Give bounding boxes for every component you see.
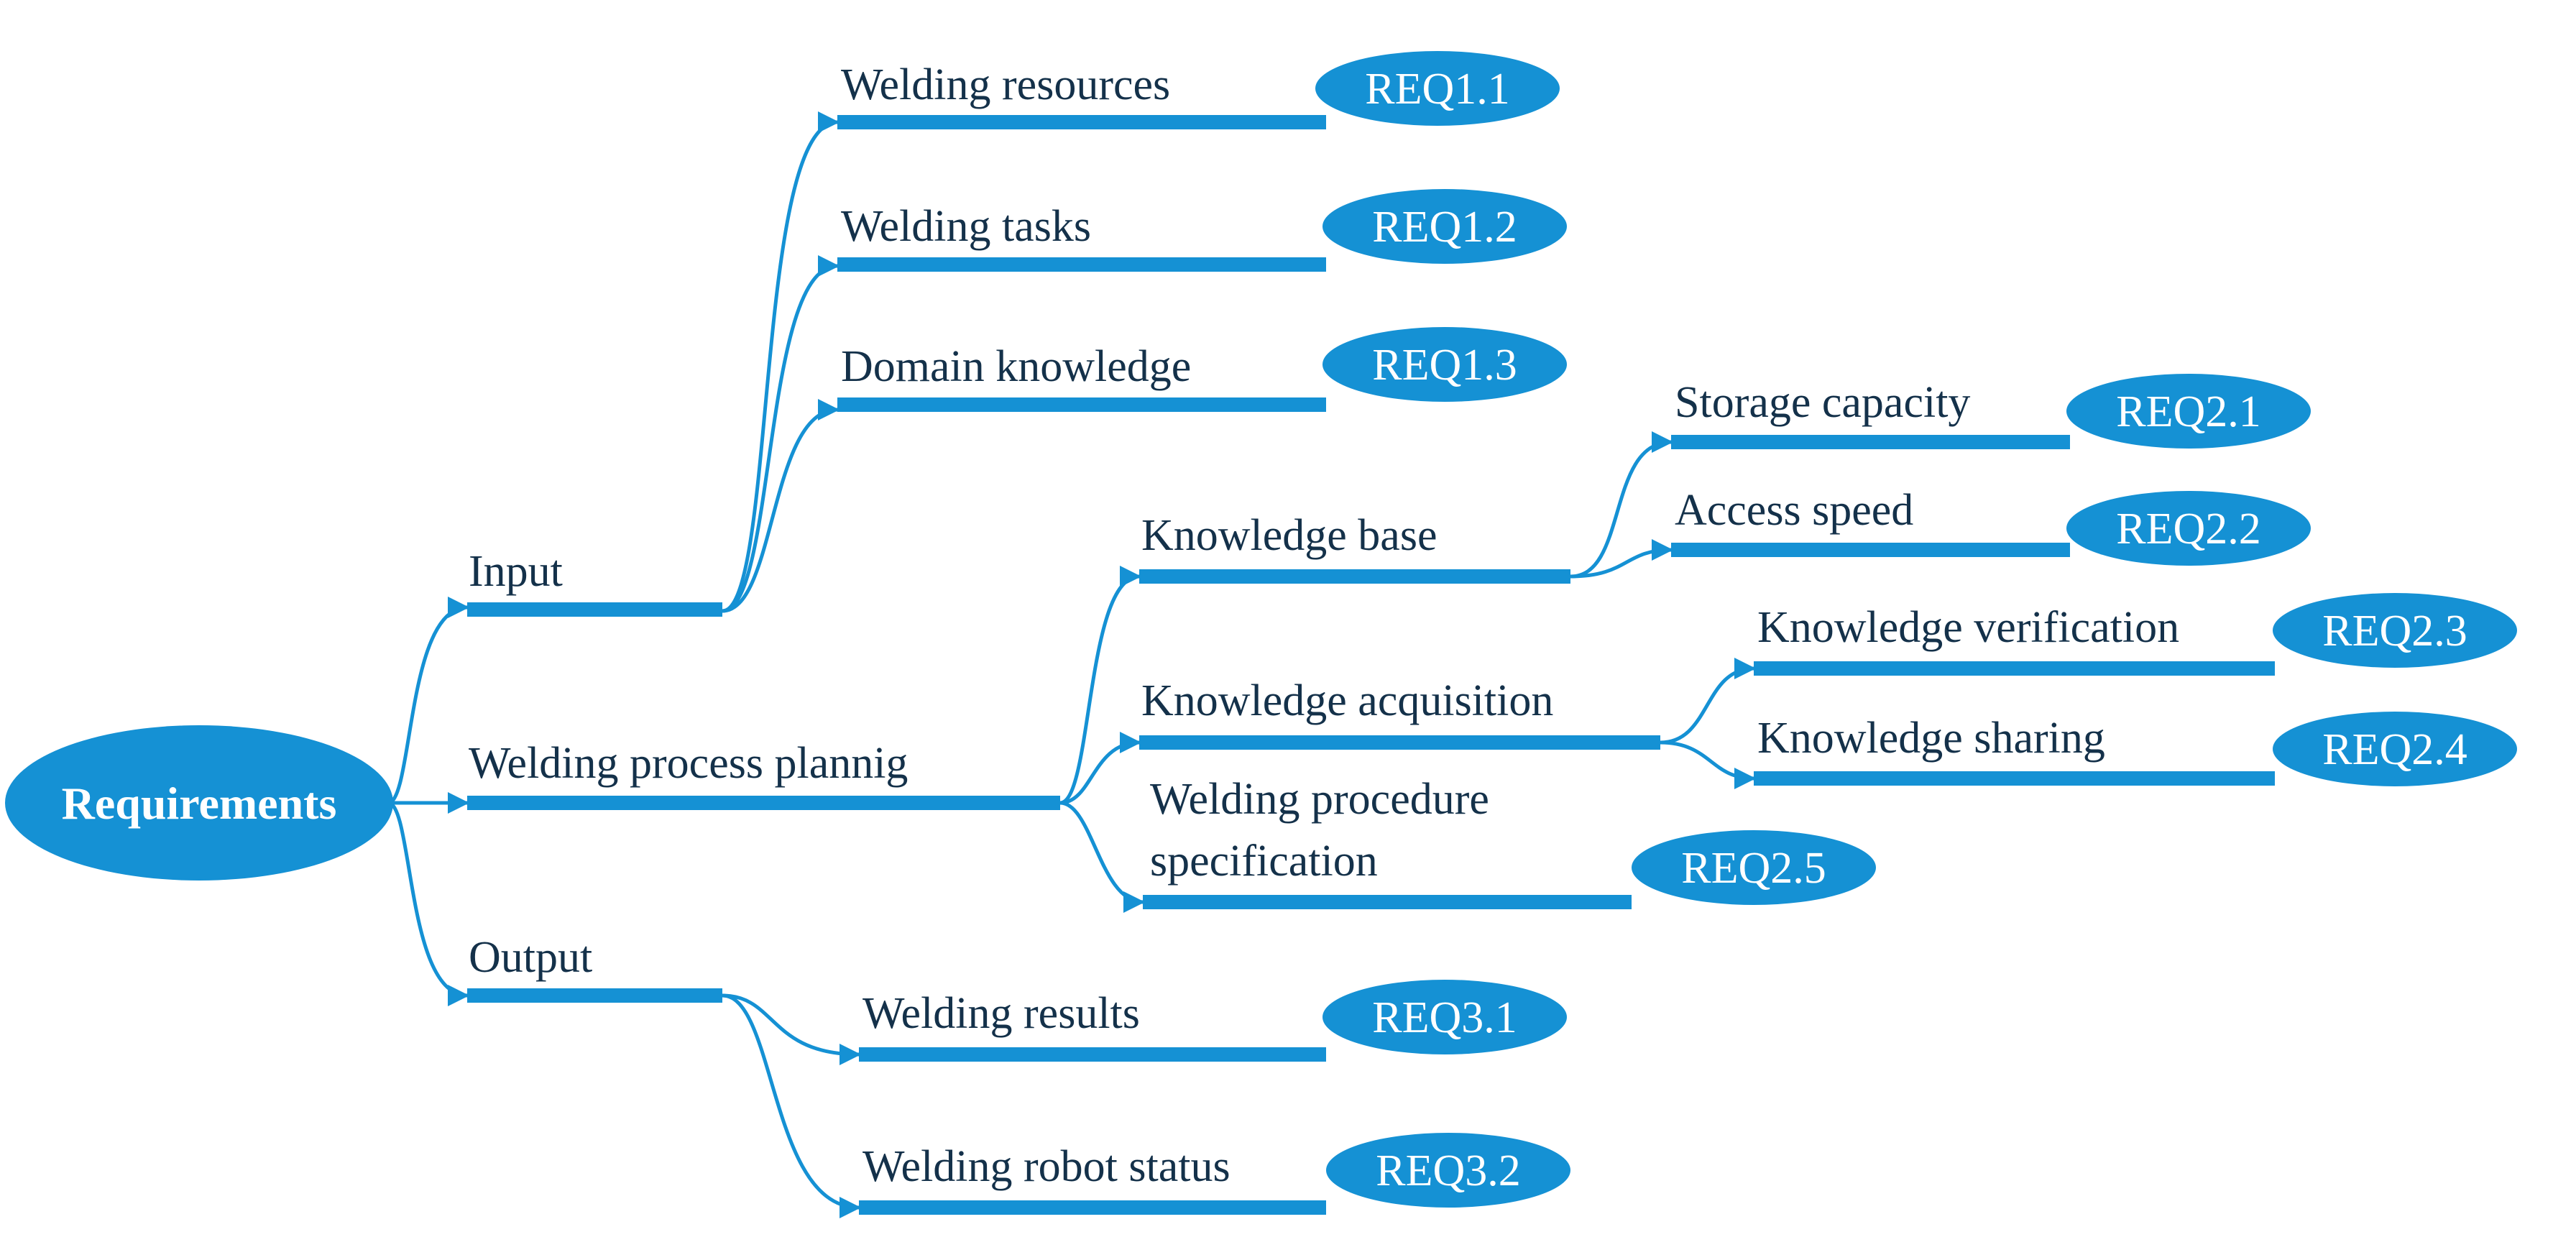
node-storage-capacity-bar: [1671, 435, 2070, 449]
node-output-bar: [467, 988, 722, 1003]
badge-req2-5-text: REQ2.5: [1681, 844, 1826, 893]
node-knowledge-acquisition: Knowledge acquisition: [1139, 676, 1660, 750]
connector-planning-acq: [1059, 732, 1141, 805]
connector-input-resources: [722, 111, 840, 613]
node-knowledge-verification-label: Knowledge verification: [1757, 603, 2179, 652]
badge-req2-4-text: REQ2.4: [2322, 725, 2467, 774]
badge-req1-2: [1322, 189, 1567, 264]
badge-req1-1-text: REQ1.1: [1365, 65, 1510, 114]
connector-kb-access: [1570, 539, 1673, 579]
node-output: Output: [467, 933, 722, 1003]
node-welding-tasks: Welding tasks REQ1.2: [837, 189, 1567, 272]
node-welding-results: Welding results REQ3.1: [859, 980, 1567, 1062]
root-label: Requirements: [62, 778, 337, 829]
node-welding-robot-status-bar: [859, 1200, 1326, 1215]
node-knowledge-base-label: Knowledge base: [1141, 511, 1437, 560]
badge-req2-1-text: REQ2.1: [2116, 387, 2261, 436]
node-welding-robot-status: Welding robot status REQ3.2: [859, 1133, 1570, 1215]
node-welding-resources-label: Welding resources: [841, 60, 1170, 109]
badge-req3-2: [1326, 1133, 1570, 1208]
node-planning-bar: [467, 796, 1060, 810]
badge-req3-1-text: REQ3.1: [1372, 993, 1517, 1042]
node-knowledge-sharing-bar: [1754, 771, 2275, 786]
connector-planning-wps: [1059, 801, 1145, 913]
node-knowledge-verification-bar: [1754, 661, 2275, 676]
node-knowledge-acquisition-label: Knowledge acquisition: [1141, 676, 1553, 725]
connector-input-domain: [722, 399, 840, 613]
node-welding-robot-status-label: Welding robot status: [862, 1142, 1230, 1191]
node-knowledge-base: Knowledge base: [1139, 511, 1570, 584]
badge-req1-3-text: REQ1.3: [1372, 341, 1517, 390]
node-welding-results-bar: [859, 1047, 1326, 1062]
connector-root-output: [387, 801, 469, 1006]
node-knowledge-verification: Knowledge verification REQ2.3: [1754, 593, 2517, 676]
badge-req2-2: [2066, 491, 2311, 566]
node-knowledge-base-bar: [1139, 569, 1570, 584]
node-domain-knowledge-bar: [837, 397, 1326, 412]
badge-req1-1: [1315, 51, 1560, 126]
connector-input-tasks: [722, 255, 840, 613]
node-wps-label-line1: Welding procedure: [1150, 775, 1489, 824]
node-knowledge-sharing: Knowledge sharing REQ2.4: [1754, 712, 2517, 786]
node-domain-knowledge-label: Domain knowledge: [841, 342, 1191, 391]
node-access-speed: Access speed REQ2.2: [1671, 486, 2311, 566]
root-node: Requirements: [5, 725, 393, 881]
node-welding-tasks-label: Welding tasks: [841, 202, 1091, 251]
badge-req3-2-text: REQ3.2: [1376, 1146, 1521, 1195]
connector-planning-kb: [1059, 566, 1141, 805]
node-knowledge-sharing-label: Knowledge sharing: [1757, 714, 2105, 763]
node-access-speed-bar: [1671, 543, 2070, 557]
connector-acq-verification: [1660, 658, 1756, 745]
connector-output-results: [722, 993, 861, 1065]
connector-output-robot: [722, 993, 861, 1218]
badge-req2-4: [2273, 712, 2517, 786]
node-welding-results-label: Welding results: [862, 989, 1140, 1038]
node-input: Input: [467, 547, 722, 617]
badge-req2-3: [2273, 593, 2517, 668]
node-wps-label-line2: specification: [1150, 837, 1378, 886]
badge-req2-3-text: REQ2.3: [2322, 607, 2467, 656]
node-welding-procedure-specification: Welding procedure specification REQ2.5: [1143, 775, 1876, 909]
connector-acq-sharing: [1660, 740, 1756, 789]
node-welding-tasks-bar: [837, 257, 1326, 272]
connectors: [387, 111, 1756, 1218]
node-welding-resources: Welding resources REQ1.1: [837, 51, 1560, 129]
badge-req2-2-text: REQ2.2: [2116, 505, 2261, 553]
node-knowledge-acquisition-bar: [1139, 735, 1660, 750]
node-input-label: Input: [469, 547, 563, 596]
node-access-speed-label: Access speed: [1675, 486, 1913, 535]
node-welding-resources-bar: [837, 115, 1326, 129]
node-domain-knowledge: Domain knowledge REQ1.3: [837, 327, 1567, 412]
node-wps-bar: [1143, 895, 1632, 909]
connector-kb-storage: [1570, 431, 1673, 579]
node-input-bar: [467, 602, 722, 617]
root-ellipse: [5, 725, 393, 881]
badge-req2-5: [1632, 830, 1876, 905]
node-planning: Welding process plannig: [467, 739, 1060, 810]
badge-req1-2-text: REQ1.2: [1372, 203, 1517, 252]
connector-root-input: [387, 597, 469, 805]
node-storage-capacity-label: Storage capacity: [1675, 378, 1970, 427]
badge-req1-3: [1322, 327, 1567, 402]
node-storage-capacity: Storage capacity REQ2.1: [1671, 374, 2311, 449]
node-planning-label: Welding process plannig: [469, 739, 908, 788]
badge-req2-1: [2066, 374, 2311, 449]
node-output-label: Output: [469, 933, 592, 982]
badge-req3-1: [1322, 980, 1567, 1054]
